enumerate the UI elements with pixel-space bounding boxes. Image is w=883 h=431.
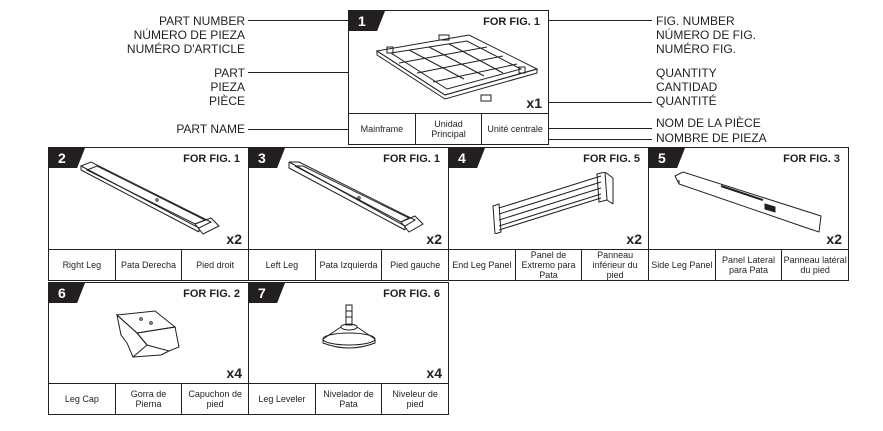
part-card-2: 2 FOR FIG. 1 x2 Right Leg Pata Derecha P…: [48, 147, 249, 281]
legend-fig-number: FIG. NUMBER NÚMERO DE FIG. NUMÉRO FIG.: [656, 14, 757, 56]
legend-part: PART PIEZA PIÈCE: [208, 66, 245, 108]
part-card-3: 3 FOR FIG. 1 x2 Left Leg Pata Izquierda …: [248, 147, 449, 281]
leader-fig-number: [544, 20, 652, 21]
part-name-en: Right Leg: [49, 250, 116, 280]
part-names-row: Left Leg Pata Izquierda Pied gauche: [249, 249, 448, 280]
leader-part: [248, 72, 376, 73]
part-number-badge: 5: [649, 148, 685, 168]
quantity: x2: [226, 231, 242, 247]
quantity: x2: [826, 231, 842, 247]
leg-cap-icon: [115, 310, 180, 358]
quantity: x2: [426, 231, 442, 247]
quantity: x4: [426, 365, 442, 381]
part-number-badge: 4: [449, 148, 485, 168]
leg-leveler-icon: [322, 304, 376, 349]
part-card-4: 4 FOR FIG. 5 x2 End Leg Panel Panel de E…: [448, 147, 649, 281]
side-leg-panel-icon: [674, 171, 822, 233]
part-name-es: Pata Derecha: [116, 250, 183, 280]
part-name-fr: Capuchon de pied: [188, 389, 242, 409]
part-name-es: Unidad Principal: [416, 114, 483, 144]
legend-nom-piece: NOM DE LA PIÈCE: [656, 116, 761, 130]
part-number-badge: 7: [249, 283, 285, 303]
part-card-5: 5 FOR FIG. 3 x2 Side Leg Panel Panel Lat…: [648, 147, 849, 281]
fig-reference: FOR FIG. 1: [383, 153, 440, 165]
part-name-es: Nivelador de Pata: [316, 384, 383, 414]
legend-part-name: PART NAME: [176, 122, 245, 136]
part-number-badge: 2: [49, 148, 85, 168]
part-name-en: Leg Cap: [49, 384, 116, 414]
part-name-fr: Panneau inférieur du pied: [592, 250, 638, 280]
part-names-row: Right Leg Pata Derecha Pied droit: [49, 249, 248, 280]
part-name-en: Left Leg: [249, 250, 316, 280]
part-name-fr: Niveleur de pied: [392, 389, 438, 409]
part-names-row: End Leg Panel Panel de Extremo para Pata…: [449, 249, 648, 280]
part-name-en: Mainframe: [349, 114, 416, 144]
quantity: x4: [226, 365, 242, 381]
part-name-es: Panel de Extremo para Pata: [516, 250, 583, 280]
part-number-badge: 1: [349, 11, 385, 31]
legend-quantity: QUANTITY CANTIDAD QUANTITÉ: [656, 66, 718, 108]
legend-part-number: PART NUMBER NÚMERO DE PIEZA NUMÉRO D'ART…: [126, 14, 245, 56]
mainframe-tray-icon: [375, 34, 539, 102]
part-names-row: Leg Cap Gorra de Pierna Capuchon de pied: [49, 383, 248, 414]
fig-reference: FOR FIG. 2: [183, 288, 240, 300]
part-name-es: Gorra de Pierna: [116, 384, 183, 414]
end-leg-panel-icon: [492, 172, 614, 234]
part-names-row: Side Leg Panel Panel Lateral para Pata P…: [649, 249, 848, 280]
part-name-en: Leg Leveler: [249, 384, 316, 414]
part-name-en: End Leg Panel: [449, 250, 516, 280]
part-names-row: Leg Leveler Nivelador de Pata Niveleur d…: [249, 383, 448, 414]
right-leg-icon: [79, 161, 220, 235]
part-number-badge: 3: [249, 148, 285, 168]
part-number-badge: 6: [49, 283, 85, 303]
part-name-en: Side Leg Panel: [649, 250, 716, 280]
part-name-fr: Unité centrale: [487, 124, 543, 134]
part-card-1: 1 FOR FIG. 1 x1 Mainframe Unidad Princip…: [348, 10, 549, 145]
quantity: x1: [526, 95, 542, 111]
fig-reference: FOR FIG. 1: [183, 153, 240, 165]
part-name-es: Pata Izquierda: [316, 250, 383, 280]
fig-reference: FOR FIG. 3: [783, 153, 840, 165]
part-name-fr: Pied gauche: [390, 260, 441, 270]
fig-reference: FOR FIG. 6: [383, 288, 440, 300]
leader-nom-piece: [525, 128, 652, 129]
leader-part-name: [248, 129, 360, 130]
part-name-fr: Panneau latéral du pied: [783, 255, 847, 275]
leader-quantity: [548, 102, 652, 103]
fig-reference: FOR FIG. 5: [583, 153, 640, 165]
part-card-6: 6 FOR FIG. 2 x4 Leg Cap Gorra de Pierna …: [48, 282, 249, 415]
leader-part-number: [248, 20, 350, 21]
part-names-row: Mainframe Unidad Principal Unité central…: [349, 113, 548, 144]
part-card-7: 7 FOR FIG. 6 x4 Leg Leveler Nivelador de…: [248, 282, 449, 415]
fig-reference: FOR FIG. 1: [483, 16, 540, 28]
part-name-fr: Pied droit: [196, 260, 235, 270]
quantity: x2: [626, 231, 642, 247]
left-leg-icon: [288, 161, 424, 233]
part-name-es: Panel Lateral para Pata: [716, 250, 783, 280]
legend-nombre-pieza: NOMBRE DE PIEZA: [656, 131, 767, 145]
